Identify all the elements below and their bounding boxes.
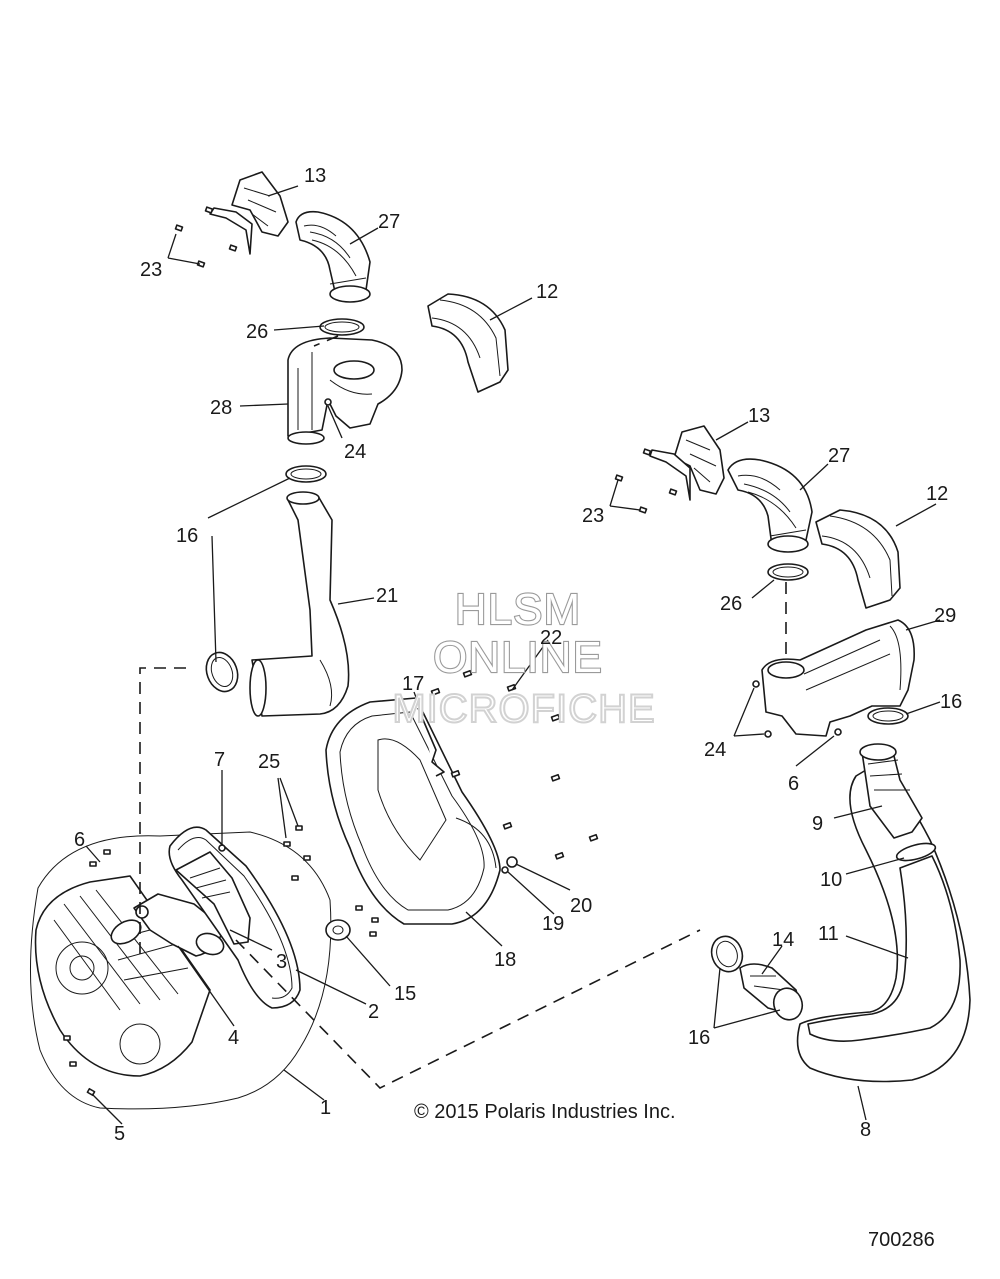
callout-6-right: 6	[788, 773, 799, 795]
callout-7: 7	[214, 749, 225, 771]
callout-13-right: 13	[748, 405, 770, 427]
callout-2: 2	[368, 1001, 379, 1023]
part-16-clamps-c	[710, 935, 804, 1021]
part-26-clamp-upper	[319, 318, 365, 336]
part-6-screw-right	[834, 728, 842, 736]
callout-16-lower: 16	[688, 1027, 710, 1049]
callout-21: 21	[376, 585, 398, 607]
part-26-clamp-lower	[767, 563, 809, 581]
part-21-intake-tube	[249, 491, 350, 717]
callout-17: 17	[402, 673, 424, 695]
leader-lines	[85, 185, 941, 1125]
part-16-clamp-b	[867, 707, 909, 725]
part-13-air-duct-cover-lower	[649, 425, 725, 501]
callout-6: 6	[74, 829, 85, 851]
dashed-line-clamp-upper	[313, 335, 339, 347]
dashed-line-housing-to-hose	[235, 929, 701, 1089]
part-23-screws-upper	[174, 206, 238, 268]
callout-20: 20	[570, 895, 592, 917]
part-12-duct-cover-upper	[427, 293, 509, 393]
part-3-belt-guide	[175, 851, 251, 945]
callout-10: 10	[820, 869, 842, 891]
callout-28: 28	[210, 397, 232, 419]
part-11-inner-tube	[807, 855, 961, 1042]
callout-5: 5	[114, 1123, 125, 1145]
callout-12-right: 12	[926, 483, 948, 505]
callout-26-right: 26	[720, 593, 742, 615]
watermark: HLSM ONLINE MICROFICHE	[391, 584, 655, 732]
part-19-20-fasteners	[501, 856, 518, 874]
callout-22: 22	[540, 627, 562, 649]
callout-13: 13	[304, 165, 326, 187]
watermark-line-3: MICROFICHE	[392, 687, 655, 731]
callout-23: 23	[140, 259, 162, 281]
part-18-clutch-outer-cover	[325, 697, 501, 925]
copyright-notice: © 2015 Polaris Industries Inc.	[414, 1101, 676, 1123]
callout-11: 11	[818, 923, 839, 945]
part-27-elbow-duct-lower	[727, 458, 813, 553]
callout-24-right: 24	[704, 739, 726, 761]
callout-labels: 13 27 23 12 26 28 24 16 21 22 17 6 7 25 …	[74, 165, 962, 1145]
part-6-screws-left	[63, 849, 111, 1067]
part-10-clamp	[895, 842, 937, 862]
part-15-washer	[325, 919, 351, 941]
callout-27-right: 27	[828, 445, 850, 467]
callout-26: 26	[246, 321, 268, 343]
watermark-line-2: ONLINE	[433, 633, 603, 682]
callout-16-right: 16	[940, 691, 962, 713]
diagram-number: 700286	[868, 1229, 935, 1251]
callout-29: 29	[934, 605, 956, 627]
part-24-screw-upper	[324, 398, 332, 406]
callout-4: 4	[228, 1027, 239, 1049]
callout-27: 27	[378, 211, 400, 233]
callout-25: 25	[258, 751, 280, 773]
callout-9: 9	[812, 813, 823, 835]
part-24-screws-right	[752, 680, 772, 738]
callout-3: 3	[276, 951, 287, 973]
callout-19: 19	[542, 913, 564, 935]
part-1-inner-clutch-housing	[29, 831, 332, 1110]
part-27-elbow-duct-upper	[295, 210, 371, 303]
watermark-line-1: HLSM	[455, 585, 581, 634]
callout-8: 8	[860, 1119, 871, 1141]
part-25-screws	[283, 825, 379, 937]
callout-15: 15	[394, 983, 416, 1005]
callout-1: 1	[320, 1097, 331, 1119]
part-13-air-duct-cover-upper	[209, 171, 289, 255]
callout-23-right: 23	[582, 505, 604, 527]
part-12-duct-cover-lower	[815, 509, 901, 609]
part-5-screw	[86, 1087, 96, 1097]
part-17-gasket-clip	[417, 707, 445, 777]
callout-18: 18	[494, 949, 516, 971]
callout-12: 12	[536, 281, 558, 303]
part-28-air-box	[287, 337, 403, 445]
part-23-screws-lower	[614, 448, 678, 514]
callout-14: 14	[772, 929, 794, 951]
callout-24: 24	[344, 441, 366, 463]
callout-16: 16	[176, 525, 198, 547]
part-9-duct-boot	[859, 743, 923, 839]
dashed-line-intake-left	[139, 667, 186, 960]
